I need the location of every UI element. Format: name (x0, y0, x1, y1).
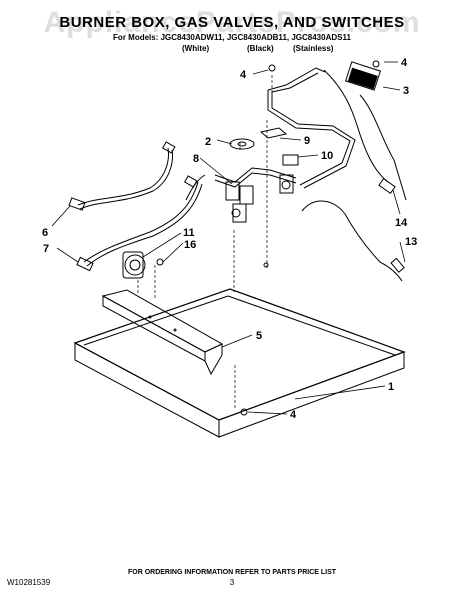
watermark: AppliancePartsPros.com (43, 6, 421, 39)
gasket-hole (237, 141, 247, 147)
callout-label: 1 (388, 381, 394, 393)
callout-label: 4 (240, 69, 247, 81)
hole (263, 262, 269, 268)
screw (268, 64, 276, 72)
finish-stainless: (Stainless) (293, 44, 334, 53)
callout-label: 16 (184, 239, 196, 251)
callout-label: 14 (395, 217, 408, 229)
callout-label: 7 (43, 243, 49, 255)
burner-box (73, 288, 406, 438)
callout-label: 13 (405, 236, 417, 248)
callout-label: 9 (304, 135, 310, 147)
wire (301, 200, 405, 282)
ordering-note: FOR ORDERING INFORMATION REFER TO PARTS … (127, 569, 337, 576)
switch (345, 61, 381, 91)
gas-tube-top (267, 67, 356, 189)
callout-label: 10 (321, 150, 333, 162)
leader-lines (51, 61, 406, 415)
spark-switch (282, 154, 299, 166)
callout-label: 4 (290, 409, 297, 421)
screw (372, 60, 380, 68)
burner-tube-left (68, 141, 203, 272)
screw (156, 258, 164, 266)
page-title: BURNER BOX, GAS VALVES, AND SWITCHES (59, 14, 405, 31)
regulator (122, 251, 146, 279)
finish-white: (White) (182, 44, 210, 53)
callout-label: 11 (183, 227, 195, 239)
finish-black: (Black) (247, 44, 274, 53)
model-list: For Models: JGC8430ADW11, JGC8430ADB11, … (113, 33, 351, 42)
callout-label: 6 (42, 227, 48, 239)
callout-label: 5 (256, 330, 262, 342)
valve-manifold (185, 167, 297, 223)
callout-label: 2 (205, 136, 211, 148)
gasket (229, 138, 255, 150)
bracket (101, 289, 224, 376)
wire-harness (323, 69, 407, 201)
callout-label: 3 (403, 85, 409, 97)
clip (259, 127, 288, 139)
page-number: 3 (229, 578, 235, 587)
callout-label: 8 (193, 153, 199, 165)
screw (240, 408, 248, 416)
callout-label: 4 (401, 57, 408, 69)
document-number: W10281539 (7, 578, 51, 587)
